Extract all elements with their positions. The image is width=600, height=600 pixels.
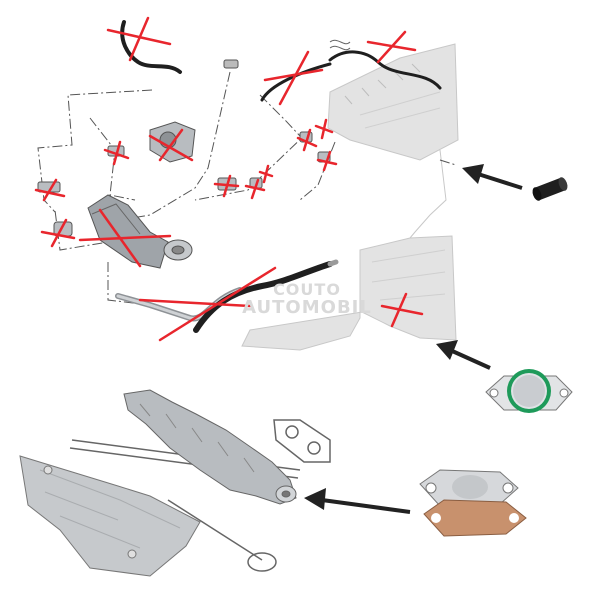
egr-blanking-plate-green-seal [485, 369, 573, 413]
watermark-line-2: AUTOMOBIL [242, 297, 372, 318]
ring-seal [247, 552, 277, 572]
pointer-arrow-icon [304, 488, 411, 514]
watermark-text: COUTO AUTOMOBIL [232, 281, 382, 317]
removal-cross-icon [34, 16, 424, 342]
pointer-arrow-icon [462, 164, 523, 190]
cork-gasket [423, 499, 527, 537]
pointer-arrow-icon [436, 340, 491, 370]
exhaust-manifold [123, 389, 297, 505]
egr-hose-lower [193, 259, 339, 333]
watermark-line-1: COUTO [273, 280, 341, 299]
egr-hose-top-left [120, 20, 182, 74]
egr-cooler [87, 194, 193, 269]
engine-block-upper [327, 43, 459, 161]
manifold-gasket [273, 419, 331, 463]
engine-block-lower [241, 149, 457, 351]
connector-small-top [223, 39, 351, 69]
heat-shield [19, 455, 201, 577]
blanking-plug [532, 177, 568, 201]
